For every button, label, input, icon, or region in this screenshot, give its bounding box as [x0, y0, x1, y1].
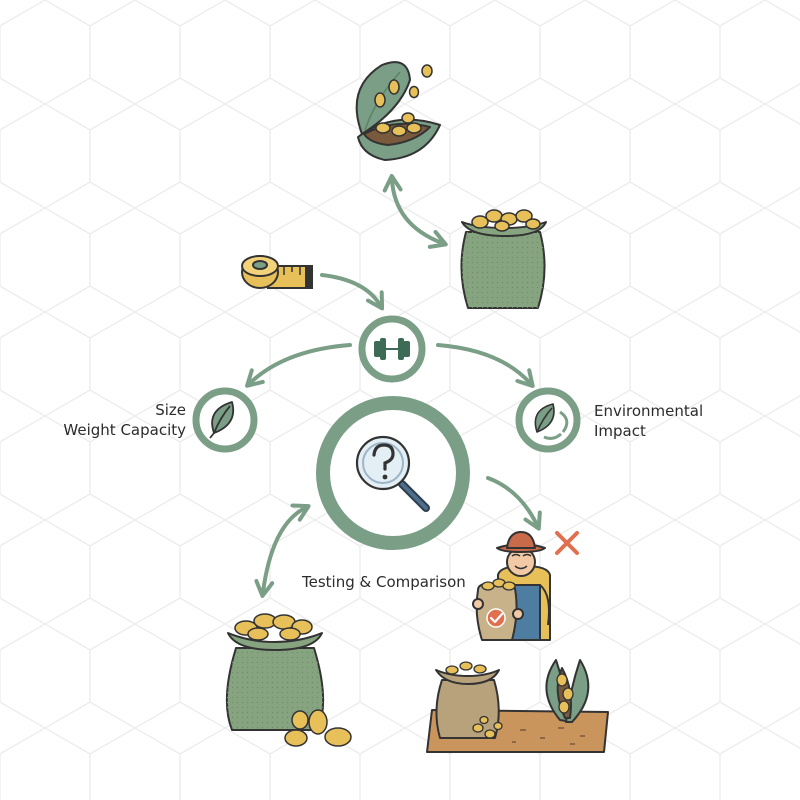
connector-arrows — [245, 174, 542, 598]
dumbbell-icon — [374, 338, 410, 360]
testing-node — [316, 396, 470, 550]
leaf-icon — [209, 401, 235, 439]
environmental-label-line-2: Impact — [594, 422, 646, 440]
leaf-recycle-icon — [534, 403, 569, 440]
grain-sack-icon — [460, 209, 547, 309]
arrow-weight-to-size — [245, 343, 352, 388]
environmental-impact-label: Environmental Impact — [594, 401, 703, 441]
weight-node — [358, 315, 426, 383]
magnifier-question-icon — [355, 435, 430, 512]
size-label-line-1: Size — [155, 401, 186, 419]
burlap-sack-icon — [435, 661, 503, 739]
open-seed-pod-icon — [355, 61, 441, 161]
testing-comparison-label: Testing & Comparison — [302, 573, 466, 591]
measuring-tape-icon — [241, 255, 313, 289]
seed-pod-icon — [545, 659, 590, 723]
weight-capacity-label: Weight Capacity — [63, 421, 186, 439]
arrow-testing-to-farmer — [486, 476, 542, 531]
environmental-label-line-1: Environmental — [594, 402, 704, 420]
arrow-tape-to-weight — [320, 273, 385, 311]
size-label: Size Weight Capacity — [63, 400, 186, 440]
eco-node — [515, 387, 581, 453]
arrow-weight-to-env — [436, 343, 535, 388]
arrow-pod-to-sack — [382, 174, 448, 249]
leaf-node — [192, 387, 258, 453]
farmer-icon — [472, 531, 551, 641]
cross-mark-icon — [555, 531, 579, 555]
arrow-sack-to-testing — [254, 503, 311, 598]
grain-sack-icon-bottom — [225, 613, 352, 747]
